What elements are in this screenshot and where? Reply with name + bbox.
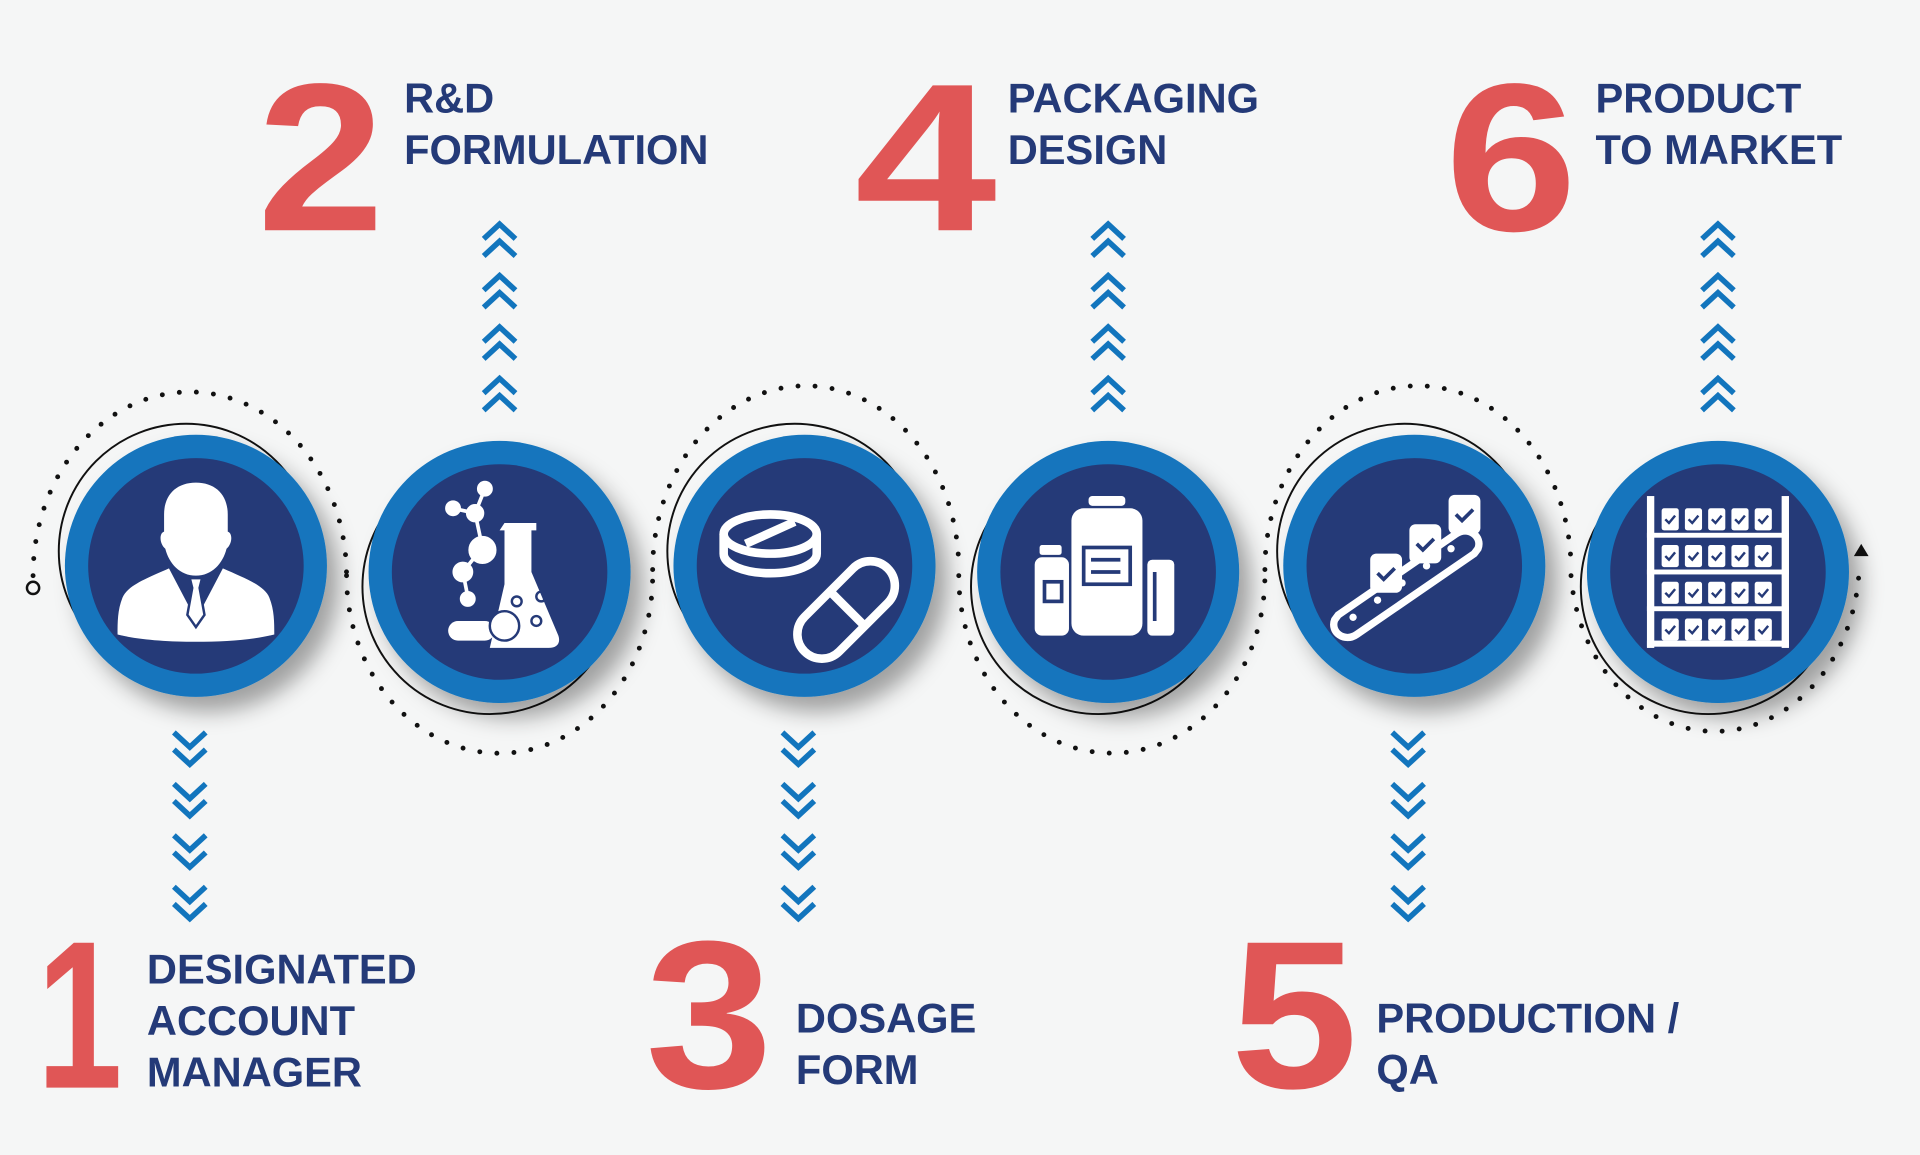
step-title-line: DESIGNATED	[147, 946, 417, 993]
chevron-icon	[481, 271, 518, 293]
chevron-icon	[1390, 730, 1426, 751]
chevron-icon	[780, 901, 817, 923]
step-title-line: ACCOUNT	[147, 997, 355, 1044]
chevron-icon	[780, 747, 817, 769]
step-number: 3	[645, 897, 772, 1133]
shelf-products-icon	[1646, 496, 1789, 648]
chevron-icon	[172, 901, 208, 923]
chevron-icon	[481, 391, 518, 413]
up-chevrons-icon	[1090, 220, 1126, 413]
dotted-path	[30, 383, 1862, 756]
up-chevrons-icon	[481, 220, 518, 413]
chevron-icon	[1700, 237, 1736, 259]
chevron-icon	[780, 781, 817, 803]
step-6-circle	[1579, 440, 1849, 716]
chevron-icon	[481, 374, 518, 396]
step-number: 5	[1231, 897, 1358, 1133]
step-title-line: DOSAGE	[796, 995, 976, 1042]
step-5-circle	[1276, 422, 1546, 697]
chevron-icon	[481, 237, 518, 259]
step-4-circle	[970, 440, 1240, 716]
chevron-icon	[1390, 833, 1426, 854]
step-title-line: FORM	[796, 1046, 919, 1093]
step-title-line: DESIGN	[1008, 126, 1168, 173]
chevron-icon	[172, 850, 208, 871]
step-title-line: MANAGER	[147, 1048, 362, 1095]
down-chevrons-icon	[1390, 730, 1426, 923]
chevron-icon	[481, 323, 518, 344]
chevron-icon	[1700, 271, 1736, 293]
up-chevrons-icon	[1700, 220, 1736, 413]
chevron-icon	[1090, 271, 1126, 293]
step-3-circle	[666, 422, 936, 697]
step-title-line: PRODUCTION /	[1376, 995, 1679, 1042]
chevron-icon	[481, 220, 518, 241]
chevron-icon	[1090, 237, 1126, 259]
chevron-icon	[172, 799, 208, 820]
chevron-icon	[1700, 220, 1736, 241]
chevron-icon	[172, 747, 208, 769]
chevron-icon	[780, 730, 817, 751]
step-title-line: QA	[1376, 1046, 1438, 1093]
chevron-icon	[172, 730, 208, 751]
step-title-line: FORMULATION	[404, 126, 708, 173]
chevron-icon	[1390, 901, 1426, 923]
chevron-icon	[780, 799, 817, 820]
chevron-icon	[172, 833, 208, 854]
end-arrow-icon	[1853, 543, 1869, 557]
chevron-icon	[780, 833, 817, 854]
chevron-icon	[1390, 884, 1426, 906]
chevron-icon	[1700, 340, 1736, 361]
chevron-icon	[172, 781, 208, 803]
chevron-icon	[1700, 288, 1736, 310]
step-number: 6	[1445, 39, 1577, 275]
step-5-label: 5 PRODUCTION /QA	[1231, 897, 1680, 1133]
step-title-line: TO MARKET	[1596, 126, 1843, 173]
chevron-icon	[1390, 747, 1426, 769]
lab-flask-molecule-icon	[445, 480, 560, 648]
chevron-icon	[780, 850, 817, 871]
chevron-icon	[1390, 850, 1426, 871]
chevron-icon	[1700, 374, 1736, 396]
chevron-icon	[1090, 220, 1126, 241]
chevron-icon	[172, 884, 208, 906]
tablet-capsule-icon	[719, 510, 900, 663]
chevron-icon	[1090, 323, 1126, 344]
step-title-line: R&D	[404, 75, 494, 122]
chevron-icon	[481, 288, 518, 310]
chevron-icon	[481, 340, 518, 361]
chevron-icon	[1090, 340, 1126, 361]
down-chevrons-icon	[780, 730, 817, 923]
businessman-icon	[117, 482, 275, 642]
bottles-packaging-icon	[1034, 496, 1175, 636]
chevron-icon	[780, 884, 817, 906]
step-number: 4	[855, 39, 997, 275]
step-2-circle	[361, 440, 631, 716]
chevron-icon	[1090, 374, 1126, 396]
step-title-line: PRODUCT	[1596, 75, 1802, 122]
chevron-icon	[1390, 799, 1426, 820]
conveyor-belt-icon	[1330, 494, 1483, 642]
chevron-icon	[1390, 781, 1426, 803]
step-title-line: PACKAGING	[1008, 75, 1259, 122]
chevron-icon	[1700, 323, 1736, 344]
step-1-circle	[57, 422, 327, 697]
chevron-icon	[1090, 288, 1126, 310]
chevron-icon	[1090, 391, 1126, 413]
step-number: 1	[37, 897, 123, 1133]
start-marker	[25, 580, 41, 596]
chevron-icon	[1700, 391, 1736, 413]
down-chevrons-icon	[172, 730, 208, 923]
step-number: 2	[257, 39, 384, 275]
